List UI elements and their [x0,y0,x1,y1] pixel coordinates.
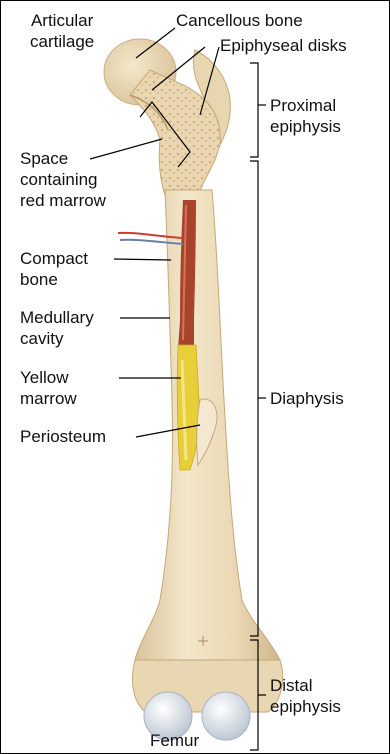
figure-caption: Femur [150,730,199,751]
label-line: cartilage [30,31,94,52]
label-yellow-marrow: Yellow marrow [20,367,77,409]
label-line: Compact [20,248,88,269]
label-line: Yellow [20,367,77,388]
label-proximal-epiphysis: Proximal epiphysis [270,95,341,137]
label-periosteum: Periosteum [20,426,106,447]
label-line: containing [20,169,106,190]
label-line: epiphysis [270,116,341,137]
label-line: Medullary [20,307,94,328]
label-diaphysis: Diaphysis [270,388,344,409]
label-medullary-cavity: Medullary cavity [20,307,94,349]
label-line: red marrow [20,190,106,211]
label-line: Distal [270,675,341,696]
label-line: Articular [30,10,94,31]
label-distal-epiphysis: Distal epiphysis [270,675,341,717]
label-line: Proximal [270,95,341,116]
label-line: epiphysis [270,696,341,717]
label-cancellous-bone: Cancellous bone [176,10,303,31]
label-articular-cartilage: Articular cartilage [30,10,94,52]
label-line: marrow [20,388,77,409]
proximal-epiphysis-shape [104,39,230,195]
label-line: Space [20,148,106,169]
label-epiphyseal-disks: Epiphyseal disks [220,35,347,56]
label-line: cavity [20,328,94,349]
label-space-red-marrow: Space containing red marrow [20,148,106,211]
label-line: bone [20,269,88,290]
label-compact-bone: Compact bone [20,248,88,290]
